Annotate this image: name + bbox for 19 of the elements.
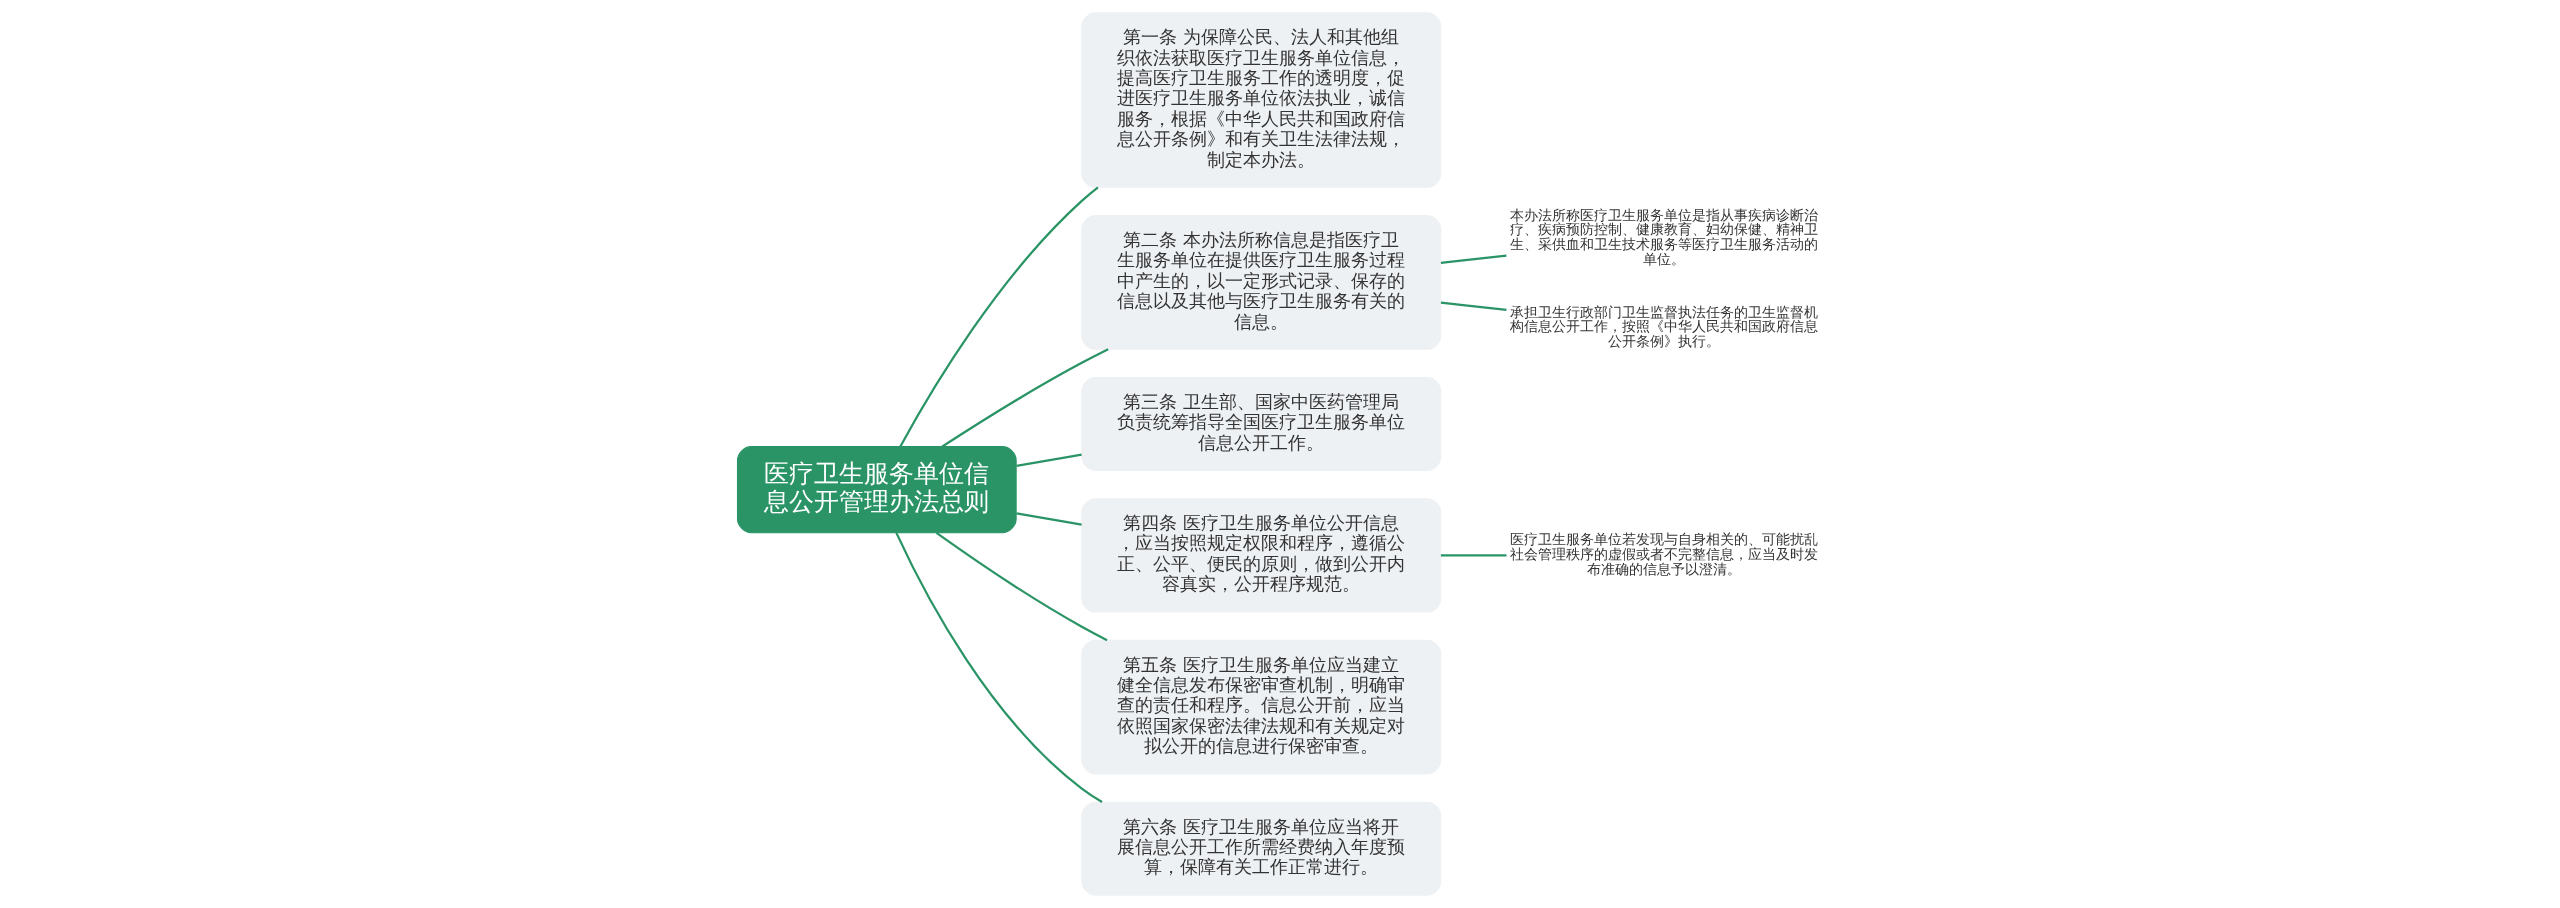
connector bbox=[1440, 254, 1507, 264]
connector bbox=[895, 532, 1103, 804]
connector bbox=[1016, 453, 1082, 467]
node-box: 第四条 医疗卫生服务单位公开信息，应当按照规定权限和程序，遵循公正、公平、便民的原则，做到公开内容真实，公开程序规范。 bbox=[1081, 498, 1442, 613]
node-text: 承担卫生行政部门卫生监督执法任务的卫生监督机构信息公开工作，按照《中华人民共和国政府信息公开条例》执行。 bbox=[1510, 303, 1819, 349]
connector bbox=[899, 186, 1099, 448]
connector bbox=[935, 531, 1108, 642]
connector bbox=[941, 348, 1109, 448]
node-box: 第一条 为保障公民、法人和其他组织依法获取医疗卫生服务单位信息，提高医疗卫生服务工作的透明度，促进医疗卫生服务单位依法执业，诚信服务，根据《中华人民共和国政府信息公开条例》和有关卫生法律法规，制定本办法。 bbox=[1081, 12, 1442, 188]
node-text: 本办法所称医疗卫生服务单位是指从事疾病诊断治疗、疾病预防控制、健康教育、妇幼保健、精神卫生、采供血和卫生技术服务等医疗卫生服务活动的单位。 bbox=[1510, 206, 1819, 267]
node-box: 第六条 医疗卫生服务单位应当将开展信息公开工作所需经费纳入年度预算，保障有关工作正常进行。 bbox=[1081, 801, 1442, 896]
connector bbox=[1440, 301, 1507, 312]
node-box: 第五条 医疗卫生服务单位应当建立健全信息发布保密审查机制，明确审查的责任和程序。信息公开前，应当依照国家保密法律法规和有关规定对拟公开的信息进行保密审查。 bbox=[1081, 639, 1442, 775]
node-text: 医疗卫生服务单位若发现与自身相关的、可能扰乱社会管理秩序的虚假或者不完整信息，应当及时发布准确的信息予以澄清。 bbox=[1510, 531, 1819, 577]
connector bbox=[1016, 512, 1082, 526]
node-box: 第三条 卫生部、国家中医药管理局负责统筹指导全国医疗卫生服务单位信息公开工作。 bbox=[1081, 377, 1442, 471]
node-box: 第二条 本办法所称信息是指医疗卫生服务单位在提供医疗卫生服务过程中产生的，以一定形式记录、保存的信息以及其他与医疗卫生服务有关的信息。 bbox=[1081, 215, 1442, 350]
node-box: 医疗卫生服务单位信息公开管理办法总则 bbox=[736, 446, 1017, 534]
connector bbox=[1440, 554, 1507, 557]
